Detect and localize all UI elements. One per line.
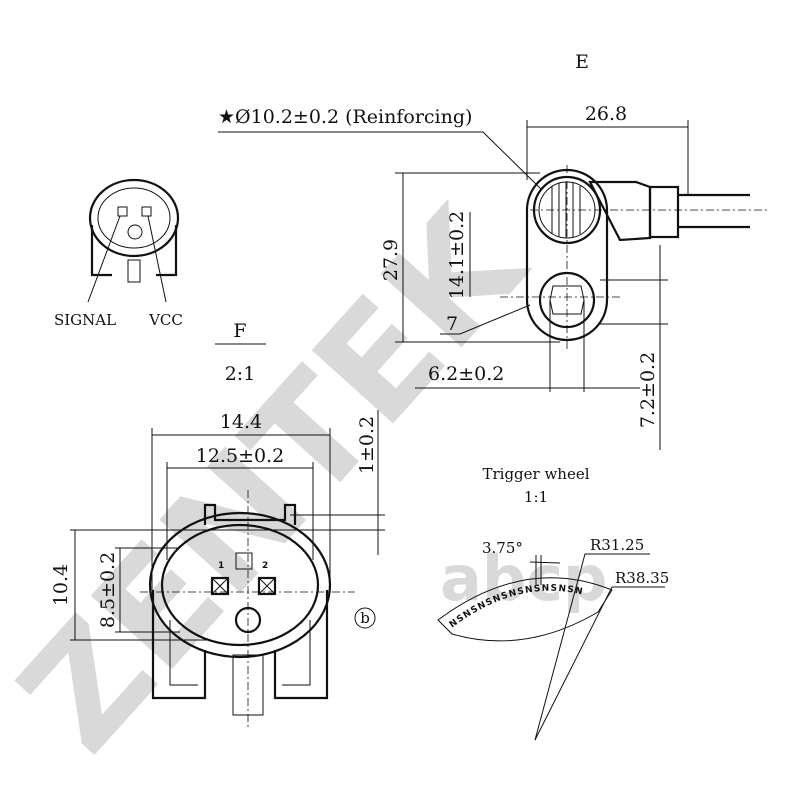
pitch-angle: 3.75° [482, 539, 523, 557]
watermark-site: abcp [440, 542, 607, 615]
inner-radius-leader [534, 553, 650, 741]
dim-outer-width: 14.4 [220, 411, 262, 433]
cable-ferrule [648, 185, 680, 239]
dim-bore: 6.2±0.2 [428, 363, 504, 385]
view-f-scale: 2:1 [225, 363, 256, 385]
outer-radius-leader [534, 586, 665, 741]
pin-1 [210, 576, 230, 596]
view-f: F 2:1 1 2 14.4 12.5±0.2 1±0.2 10.4 [50, 320, 385, 730]
cable [678, 193, 750, 229]
key-square [235, 552, 253, 570]
pin-1 [117, 206, 128, 217]
mark-circle [354, 607, 376, 629]
vcc-leader [147, 215, 167, 303]
dim-height: 27.9 [380, 239, 402, 281]
leg-inner [169, 620, 311, 686]
view-f-title: F [233, 320, 246, 342]
dim-center: 14.1±0.2 [446, 211, 468, 299]
connector-inner [97, 187, 171, 249]
dim-height: 10.4 [50, 564, 72, 606]
view-e: E ★Ø10.2±0.2 (Reinforcing) 26.8 27.9 14.… [218, 51, 770, 450]
pin-number-2: 2 [262, 561, 268, 571]
dim-width: 26.8 [585, 103, 627, 125]
dim-inner-width: 12.5±0.2 [196, 445, 284, 467]
pin-2 [257, 576, 277, 596]
latch [203, 503, 297, 525]
label-signal: SIGNAL [54, 311, 116, 329]
connector-legs [151, 590, 329, 700]
watermark-brand: ZENTEK [0, 175, 560, 784]
pin-1-cross [211, 577, 229, 595]
connector-tab [127, 259, 141, 283]
connector-shell [88, 178, 180, 258]
pin-2 [141, 206, 152, 217]
dim-hole: 7 [446, 313, 458, 335]
inner-radius: R31.25 [590, 536, 644, 554]
hole-leader [440, 304, 531, 335]
dim-inner-height: 8.5±0.2 [97, 552, 119, 628]
pin-number-1: 1 [218, 561, 224, 571]
pitch-dim [529, 555, 561, 585]
label-vcc: VCC [148, 311, 183, 329]
dim-offset: 7.2±0.2 [637, 352, 659, 428]
dim-top: 1±0.2 [356, 416, 378, 474]
sensor-body [525, 168, 609, 342]
connector-small: SIGNAL VCC [54, 178, 183, 329]
connector-inner [160, 523, 320, 647]
pin-2-cross [258, 577, 276, 595]
reinforcing-leader [218, 131, 543, 191]
reinforcing-note: ★Ø10.2±0.2 (Reinforcing) [218, 106, 472, 128]
connector-legs [90, 225, 178, 277]
view-e-title: E [575, 51, 589, 73]
mark-label: b [360, 609, 370, 627]
key-hole [127, 224, 143, 240]
signal-leader [87, 215, 121, 303]
trigger-wheel-title: Trigger wheel [482, 465, 589, 483]
trigger-wheel-scale: 1:1 [524, 488, 548, 506]
outer-radius: R38.35 [615, 569, 669, 587]
